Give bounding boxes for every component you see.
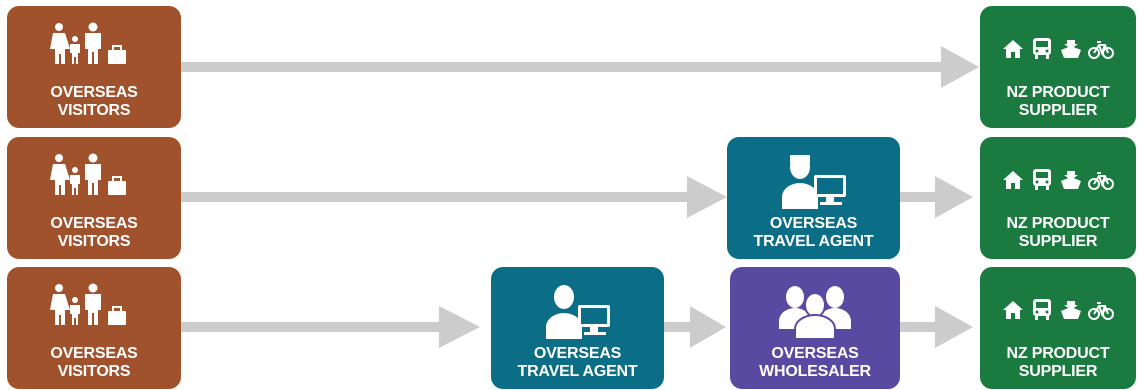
supplier-icons bbox=[980, 28, 1136, 60]
nz-product-supplier-box-row3: NZ PRODUCT SUPPLIER bbox=[980, 267, 1136, 389]
label-line1: NZ PRODUCT bbox=[1006, 345, 1110, 362]
group-of-people-icon bbox=[730, 285, 900, 339]
house-icon bbox=[1003, 171, 1023, 189]
label-line2: SUPPLIER bbox=[1018, 102, 1098, 119]
supplier-icons bbox=[980, 289, 1136, 321]
family-with-luggage-icon bbox=[7, 22, 181, 64]
overseas-visitors-box-row1: OVERSEAS VISITORS bbox=[7, 6, 181, 128]
overseas-travel-agent-label: OVERSEAS TRAVEL AGENT bbox=[727, 215, 900, 251]
person-at-computer-icon bbox=[727, 155, 900, 209]
label-line2: VISITORS bbox=[57, 102, 131, 119]
nz-product-supplier-label: NZ PRODUCT SUPPLIER bbox=[980, 215, 1136, 251]
label-line1: NZ PRODUCT bbox=[1006, 84, 1110, 101]
overseas-wholesaler-box-row3: OVERSEAS WHOLESALER bbox=[730, 267, 900, 389]
label-line2: VISITORS bbox=[57, 363, 131, 380]
label-line1: OVERSEAS bbox=[771, 345, 859, 362]
nz-product-supplier-box-row1: NZ PRODUCT SUPPLIER bbox=[980, 6, 1136, 128]
label-line1: OVERSEAS bbox=[50, 84, 138, 101]
arrow-visitors-to-agent-row3 bbox=[181, 306, 480, 348]
label-line1: OVERSEAS bbox=[769, 215, 858, 232]
nz-product-supplier-label: NZ PRODUCT SUPPLIER bbox=[980, 345, 1136, 381]
arrow-agent-to-wholesaler-row3 bbox=[664, 306, 726, 348]
overseas-travel-agent-label: OVERSEAS TRAVEL AGENT bbox=[491, 345, 664, 381]
label-line2: VISITORS bbox=[57, 233, 131, 250]
ship-icon bbox=[1061, 171, 1081, 189]
overseas-wholesaler-label: OVERSEAS WHOLESALER bbox=[730, 345, 900, 381]
label-line1: OVERSEAS bbox=[50, 215, 138, 232]
person-at-computer-icon bbox=[491, 285, 664, 339]
house-icon bbox=[1003, 40, 1023, 58]
bicycle-icon bbox=[1088, 302, 1114, 320]
family-with-luggage-icon bbox=[7, 283, 181, 325]
bicycle-icon bbox=[1088, 41, 1114, 59]
label-line2: SUPPLIER bbox=[1018, 233, 1098, 250]
overseas-visitors-box-row2: OVERSEAS VISITORS bbox=[7, 137, 181, 259]
supplier-icons bbox=[980, 159, 1136, 191]
bus-icon bbox=[1033, 169, 1051, 190]
label-line2: SUPPLIER bbox=[1018, 363, 1098, 380]
family-with-luggage-icon bbox=[7, 153, 181, 195]
nz-product-supplier-box-row2: NZ PRODUCT SUPPLIER bbox=[980, 137, 1136, 259]
overseas-visitors-label: OVERSEAS VISITORS bbox=[7, 84, 181, 120]
arrow-agent-to-supplier-row2 bbox=[899, 176, 973, 218]
bus-icon bbox=[1033, 38, 1051, 59]
house-icon bbox=[1003, 301, 1023, 319]
overseas-travel-agent-box-row2: OVERSEAS TRAVEL AGENT bbox=[727, 137, 900, 259]
label-line2: TRAVEL AGENT bbox=[517, 363, 638, 380]
label-line1: NZ PRODUCT bbox=[1006, 215, 1110, 232]
bicycle-icon bbox=[1088, 172, 1114, 190]
label-line2: TRAVEL AGENT bbox=[753, 233, 874, 250]
nz-product-supplier-label: NZ PRODUCT SUPPLIER bbox=[980, 84, 1136, 120]
label-line1: OVERSEAS bbox=[533, 345, 622, 362]
arrow-visitors-to-supplier-row1 bbox=[181, 46, 979, 88]
bus-icon bbox=[1033, 299, 1051, 320]
overseas-visitors-label: OVERSEAS VISITORS bbox=[7, 345, 181, 381]
overseas-travel-agent-box-row3: OVERSEAS TRAVEL AGENT bbox=[491, 267, 664, 389]
arrow-wholesaler-to-supplier-row3 bbox=[898, 306, 973, 348]
arrow-visitors-to-agent-row2 bbox=[181, 176, 727, 218]
overseas-visitors-label: OVERSEAS VISITORS bbox=[7, 215, 181, 251]
overseas-visitors-box-row3: OVERSEAS VISITORS bbox=[7, 267, 181, 389]
ship-icon bbox=[1061, 301, 1081, 319]
label-line1: OVERSEAS bbox=[50, 345, 138, 362]
ship-icon bbox=[1061, 40, 1081, 58]
label-line2: WHOLESALER bbox=[759, 363, 871, 380]
